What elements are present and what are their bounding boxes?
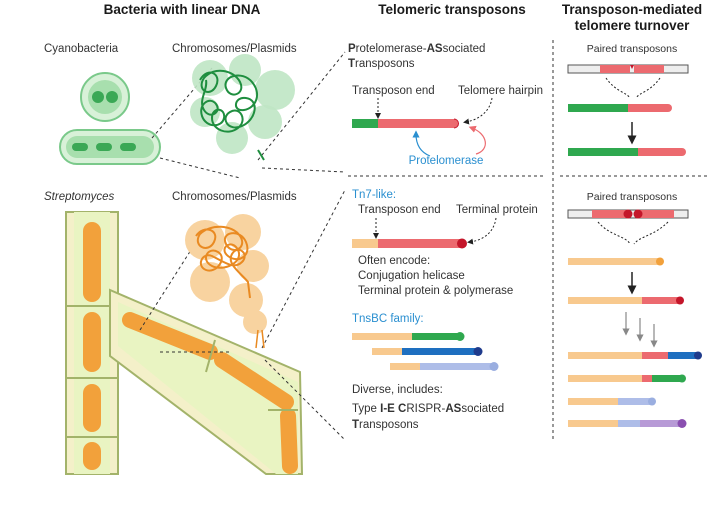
label-paired-transposons-bottom: Paired transposons	[587, 191, 677, 203]
cyano-rod-cell	[59, 129, 161, 165]
tn7-encode-2: Conjugation helicase	[358, 270, 465, 282]
tnsbc-construct-2	[372, 347, 483, 356]
header-turnover-line1: Transposon-mediated	[562, 2, 702, 17]
turnover-bottom-step2	[568, 296, 684, 305]
diverse-line2: Type I-E CRISPR-ASsociated	[352, 403, 504, 415]
paired-transposons-bottom	[567, 209, 689, 219]
orange-chromosome-tangle	[185, 214, 269, 349]
label-chromosomes-top: Chromosomes/Plasmids	[172, 43, 297, 55]
tn7-encode-1: Often encode:	[358, 255, 430, 267]
tnsbc-construct-3	[390, 362, 499, 371]
tnsbc-construct-1	[352, 332, 465, 341]
turnover-top-step1	[568, 104, 672, 112]
header-bacteria: Bacteria with linear DNA	[104, 2, 261, 17]
header-turnover-line2: telomere turnover	[575, 18, 691, 33]
tn7-encode-3: Terminal protein & polymerase	[358, 285, 513, 297]
turnover-variant-3	[568, 397, 656, 406]
streptomyces-hyphae	[65, 211, 304, 475]
header-telomeric-transposons: Telomeric transposons	[378, 2, 526, 17]
diverse-line1: Diverse, includes:	[352, 384, 443, 396]
turnover-variant-2	[568, 374, 686, 383]
turnover-variant-4	[568, 419, 687, 428]
label-chromosomes-bottom: Chromosomes/Plasmids	[172, 191, 297, 203]
paired-transposons-top	[567, 64, 689, 74]
diverse-line3: Transposons	[352, 419, 419, 431]
tn7-construct	[352, 238, 467, 249]
tn7-label-transposon-end: Transposon end	[358, 204, 441, 216]
label-streptomyces: Streptomyces	[44, 191, 115, 203]
pat-construct	[352, 118, 459, 129]
tn7-title: Tn7-like:	[352, 189, 396, 201]
pat-label-telomere-hairpin: Telomere hairpin	[458, 85, 543, 97]
tn7-label-terminal-protein: Terminal protein	[456, 204, 538, 216]
pat-title-line1: Protelomerase-ASsociated	[348, 43, 485, 55]
turnover-bottom-step1	[568, 257, 664, 266]
green-chromosome-tangle	[190, 54, 295, 161]
cyano-round-cell	[80, 72, 130, 122]
turnover-top-step2	[568, 148, 686, 156]
pat-title-line2: Transposons	[348, 58, 415, 70]
pat-label-transposon-end: Transposon end	[352, 85, 435, 97]
tnsbc-title: TnsBC family:	[352, 313, 424, 325]
label-cyanobacteria: Cyanobacteria	[44, 43, 119, 55]
turnover-variant-1	[568, 351, 702, 360]
pat-label-protelomerase: Protelomerase	[409, 155, 484, 167]
label-paired-transposons-top: Paired transposons	[587, 43, 677, 55]
